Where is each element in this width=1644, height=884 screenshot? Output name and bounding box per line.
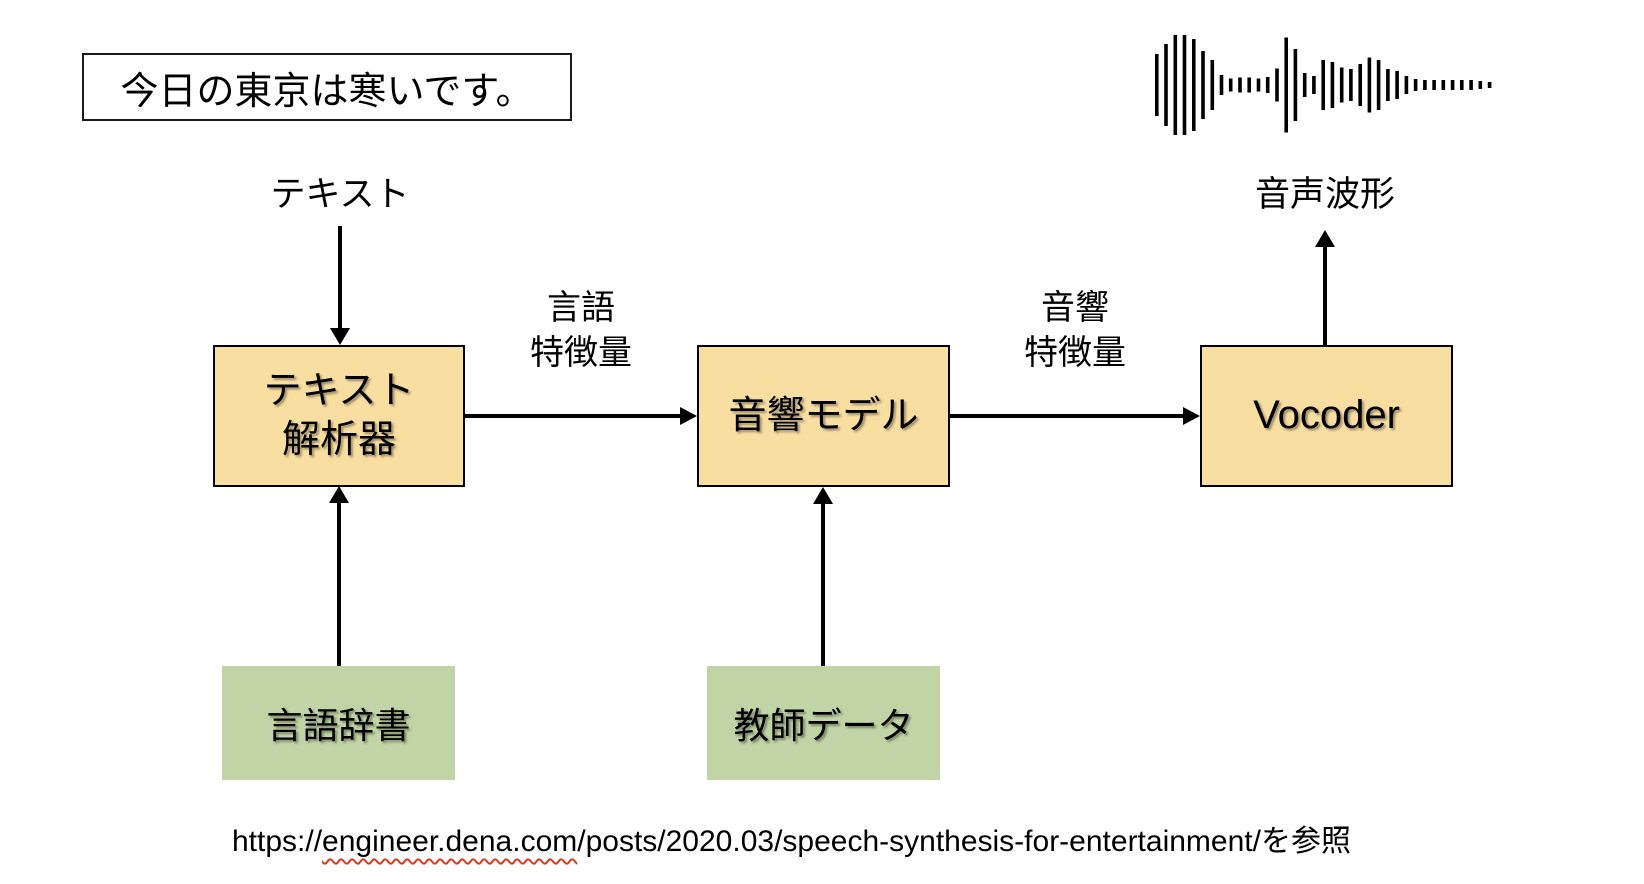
acoustic-features-line1: 音響 bbox=[1041, 289, 1109, 327]
text-input-label: テキスト bbox=[270, 175, 410, 214]
arrow-shaft bbox=[1323, 245, 1327, 345]
linguistic-features-label: 言語 特徴量 bbox=[481, 286, 681, 376]
arrow-shaft bbox=[821, 502, 825, 666]
node-text-analyzer-line2: 解析器 bbox=[281, 419, 396, 461]
arrow-shaft bbox=[338, 226, 342, 330]
citation-url-prefix: https:// bbox=[232, 825, 323, 858]
citation-note: を参照 bbox=[1260, 825, 1351, 858]
arrow-text-to-analyzer bbox=[330, 226, 350, 345]
arrowhead-right-icon bbox=[680, 407, 697, 425]
acoustic-features-label: 音響 特徴量 bbox=[975, 286, 1175, 376]
arrow-analyzer-to-acoustic-model bbox=[465, 406, 697, 426]
node-vocoder: Vocoder bbox=[1200, 345, 1453, 487]
waveform-output-label: 音声波形 bbox=[1254, 175, 1395, 214]
citation-url-path: /posts/2020.03/speech-synthesis-for-ente… bbox=[577, 825, 1261, 858]
arrow-dictionary-to-analyzer bbox=[329, 486, 349, 666]
arrow-shaft bbox=[465, 414, 682, 418]
node-text-analyzer: テキスト 解析器 bbox=[213, 345, 465, 487]
waveform-icon bbox=[1155, 35, 1492, 135]
arrowhead-up-icon bbox=[329, 486, 349, 503]
arrowhead-right-icon bbox=[1183, 407, 1200, 425]
arrow-acoustic-model-to-vocoder bbox=[950, 406, 1200, 426]
linguistic-features-line2: 特徴量 bbox=[530, 333, 632, 372]
node-acoustic-model: 音響モデル bbox=[697, 345, 950, 487]
input-sentence-text: 今日の東京は寒いです。 bbox=[120, 70, 534, 113]
linguistic-features-line1: 言語 bbox=[547, 289, 615, 327]
node-language-dictionary: 言語辞書 bbox=[222, 666, 455, 780]
arrowhead-up-icon bbox=[813, 487, 833, 504]
arrow-shaft bbox=[950, 414, 1185, 418]
source-citation: https://engineer.dena.com/posts/2020.03/… bbox=[232, 816, 1351, 860]
arrowhead-down-icon bbox=[330, 328, 350, 345]
node-text-analyzer-line1: テキスト bbox=[263, 370, 415, 413]
input-sentence-box: 今日の東京は寒いです。 bbox=[82, 53, 572, 121]
citation-url-domain: engineer.dena.com bbox=[322, 825, 578, 858]
arrowhead-up-icon bbox=[1315, 230, 1335, 247]
acoustic-features-line2: 特徴量 bbox=[1024, 333, 1126, 372]
node-training-data: 教師データ bbox=[707, 666, 940, 780]
arrow-shaft bbox=[337, 501, 341, 666]
arrow-vocoder-to-waveform bbox=[1315, 230, 1335, 345]
arrow-training-data-to-acoustic-model bbox=[813, 487, 833, 666]
